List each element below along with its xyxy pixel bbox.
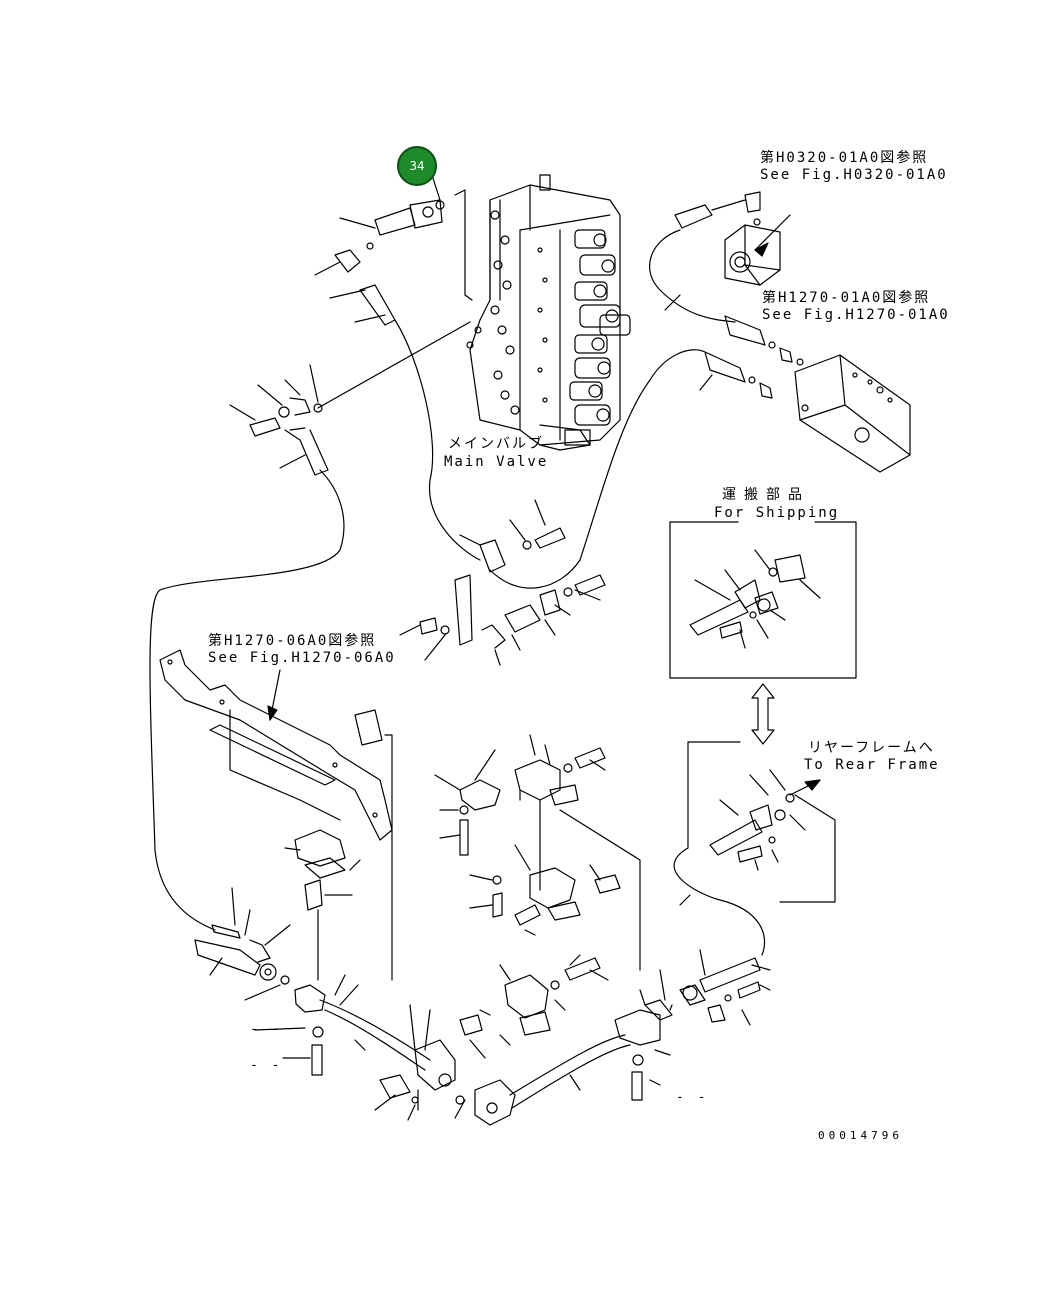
ref-h1270-01-en: See Fig.H1270-01A0 <box>762 307 950 323</box>
main-valve-en: Main Valve <box>444 454 549 470</box>
bottom-right-assembly <box>474 949 771 1126</box>
ref-h1270-06-en: See Fig.H1270-06A0 <box>208 650 396 666</box>
shipping-jp: 運搬部品 <box>722 487 810 503</box>
dash-label-3: - - <box>676 1090 709 1105</box>
dash-label-2: - - <box>250 1058 283 1073</box>
callout-34[interactable]: 34 <box>397 146 437 186</box>
bottom-left-assembly <box>194 887 491 1121</box>
rear-frame-jp: リヤーフレームへ <box>808 740 935 756</box>
drawing-number: 00014796 <box>818 1129 903 1142</box>
main-valve-jp: メインバルブ <box>448 436 544 452</box>
top-right-hose-line <box>649 229 736 323</box>
left-bolts <box>229 321 471 476</box>
ref-h0320-en: See Fig.H0320-01A0 <box>760 167 948 183</box>
main-valve <box>466 174 631 451</box>
frame-bracket <box>159 649 393 841</box>
center-clamp <box>399 499 606 666</box>
rear-frame-box <box>673 741 836 956</box>
lower-center-clamps <box>284 709 641 981</box>
ref-h0320-jp: 第H0320-01A0図参照 <box>760 150 929 166</box>
ref-h1270-01-jp: 第H1270-01A0図参照 <box>762 290 931 306</box>
right-hose-line <box>489 349 706 589</box>
dash-label-1: - - <box>250 1022 283 1037</box>
rear-frame-en: To Rear Frame <box>804 757 940 773</box>
top-left-fittings <box>314 199 443 326</box>
shipping-en: For Shipping <box>714 505 840 521</box>
shipping-box <box>669 521 857 679</box>
callout-leader <box>431 174 441 201</box>
ref-h1270-06-jp: 第H1270-06A0図参照 <box>208 633 377 649</box>
double-arrow <box>751 683 775 745</box>
callout-number: 34 <box>409 159 425 173</box>
top-right-block <box>664 191 911 473</box>
left-hose-line <box>149 469 345 931</box>
center-hose-line <box>394 319 481 561</box>
